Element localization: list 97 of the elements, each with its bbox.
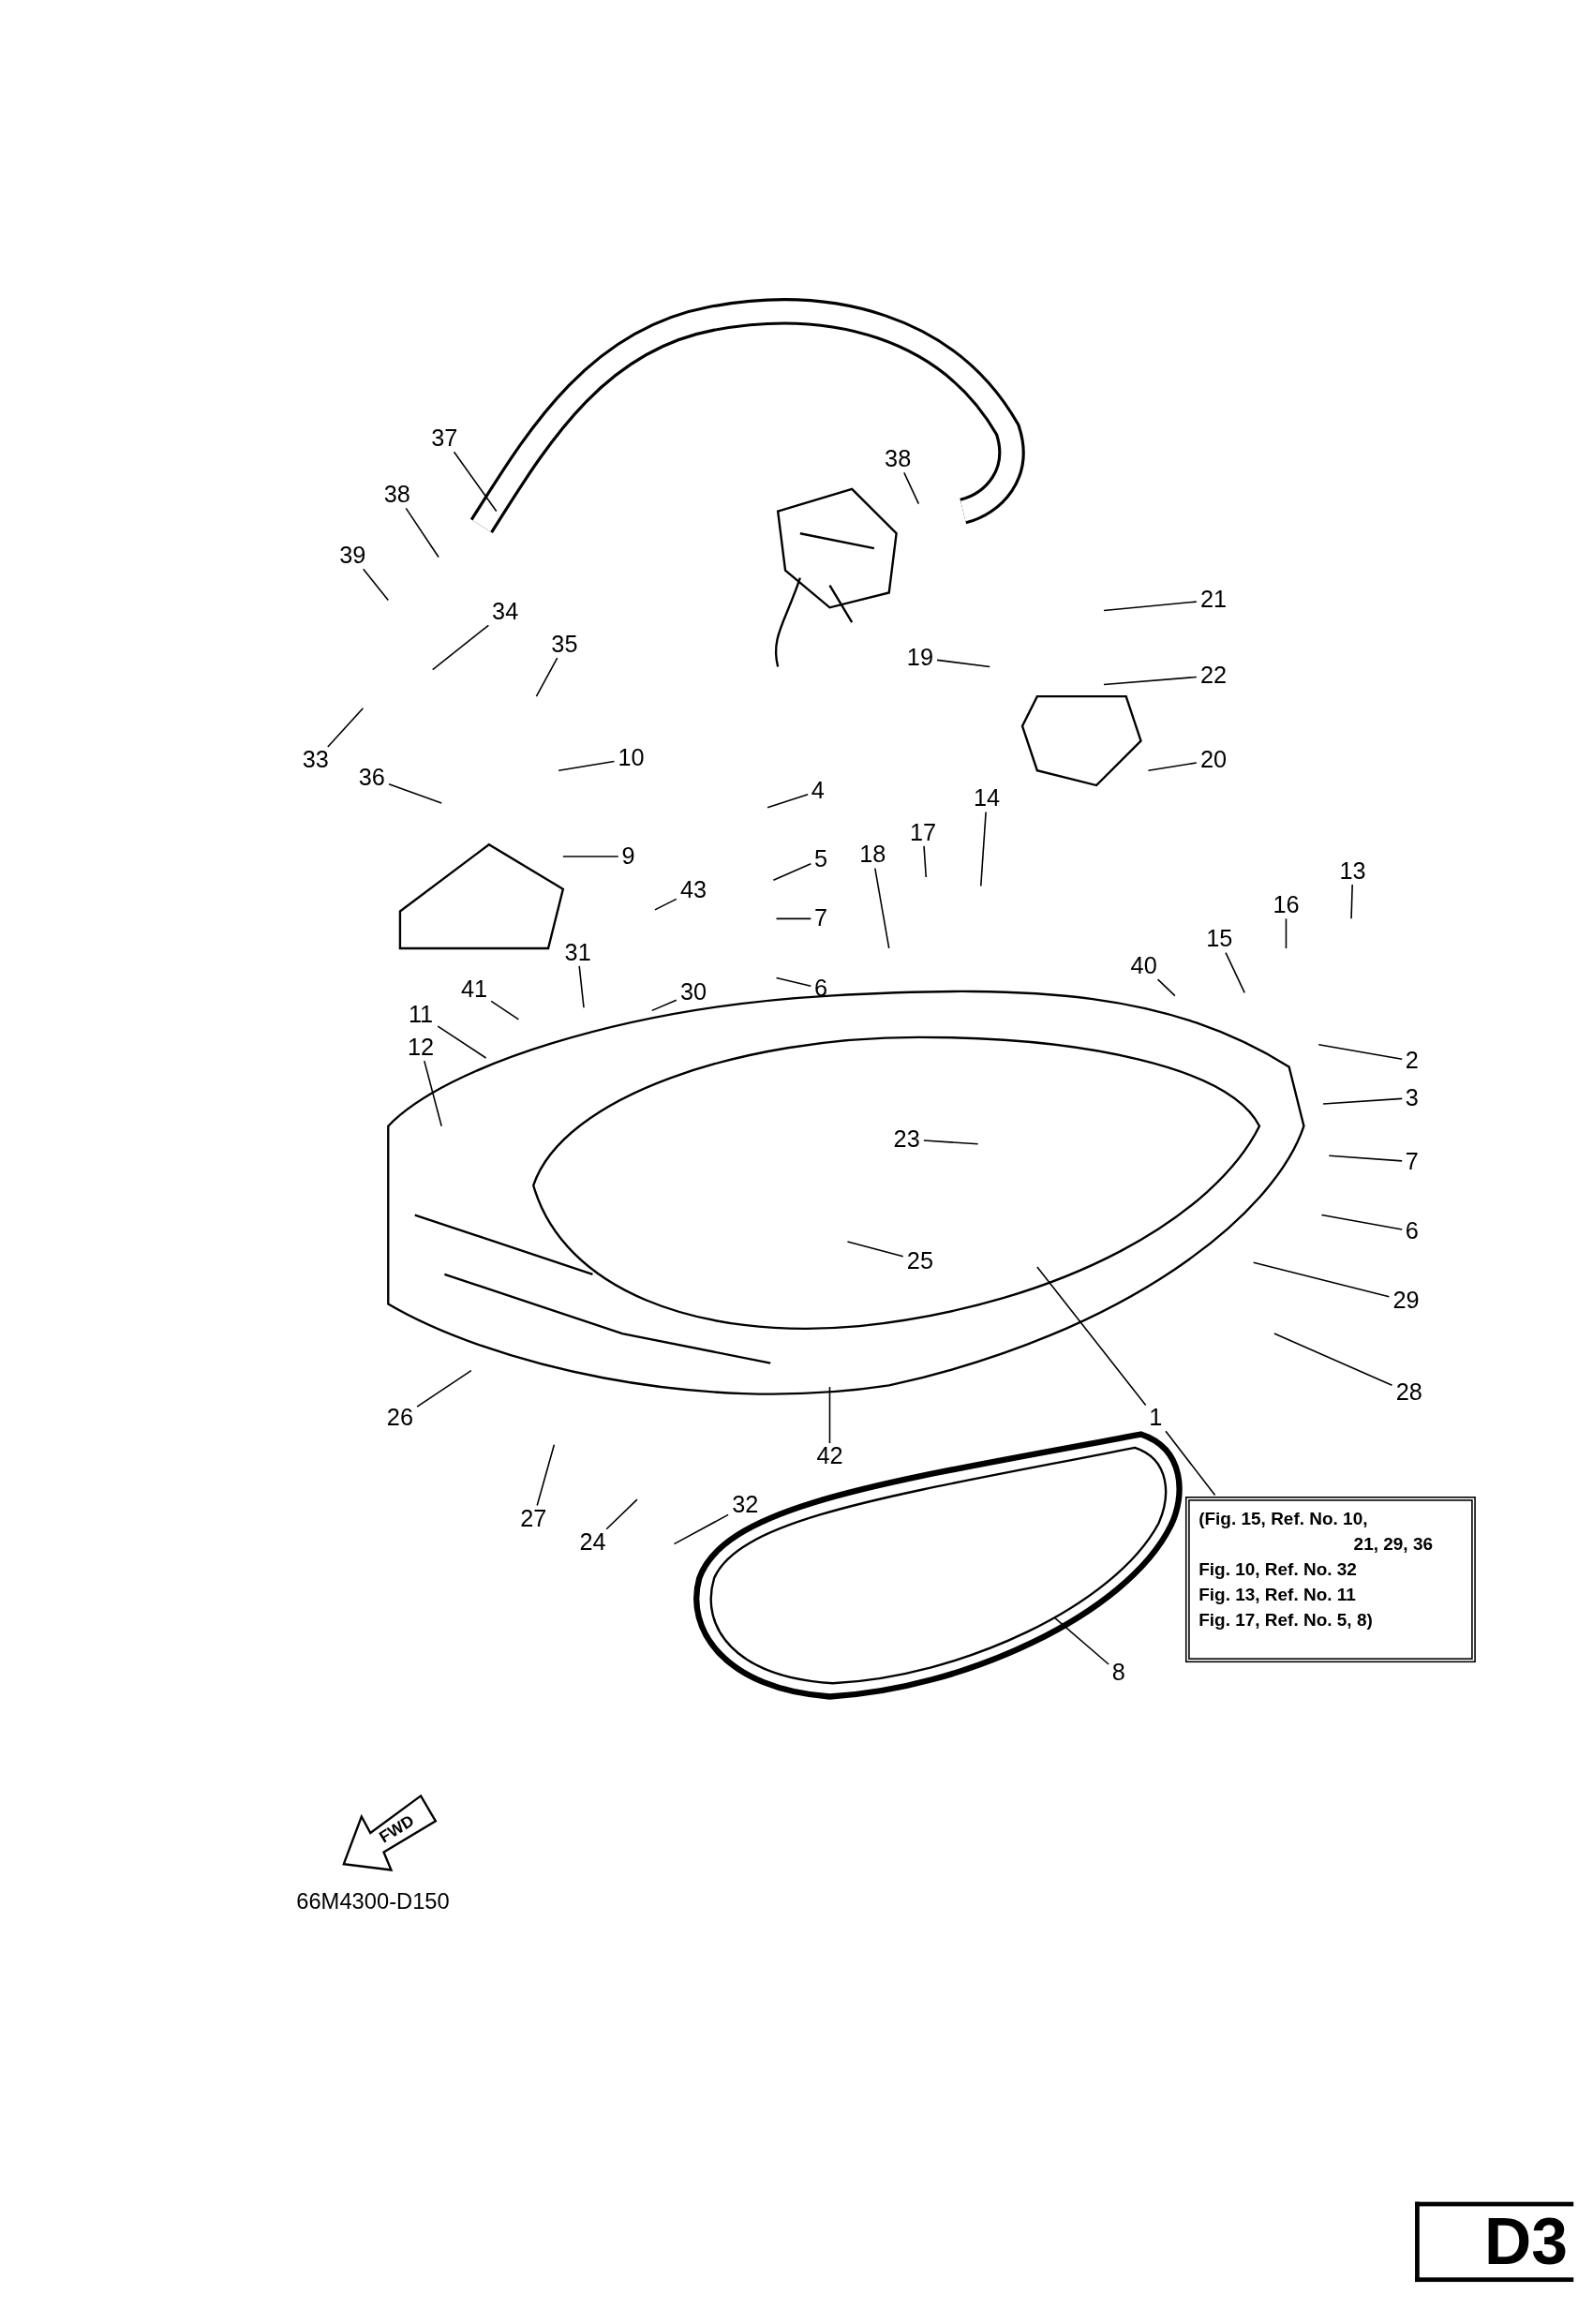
- leader-line: [936, 659, 991, 668]
- callout-number: 16: [1269, 891, 1303, 919]
- leader-line: [1054, 1616, 1109, 1665]
- leader-line: [437, 1025, 487, 1059]
- leader-line: [1285, 917, 1288, 949]
- callout-number: 6: [811, 975, 831, 1002]
- leader-line: [1328, 1155, 1403, 1162]
- callout-number: 35: [547, 631, 582, 659]
- leader-line: [923, 1140, 979, 1145]
- callout-number: 41: [456, 976, 492, 1004]
- leader-line: [416, 1369, 472, 1408]
- leader-line: [673, 1513, 729, 1545]
- leader-line: [535, 657, 558, 697]
- callout-number: 20: [1196, 746, 1231, 774]
- callout-number: 43: [676, 877, 711, 904]
- callout-number: 34: [488, 598, 523, 626]
- callout-number: 28: [1392, 1379, 1426, 1407]
- callout-number: 27: [516, 1505, 551, 1532]
- leader-line: [424, 1060, 442, 1127]
- callout-number: 26: [382, 1405, 418, 1432]
- leader-line: [453, 451, 498, 513]
- leader-line: [1103, 601, 1198, 612]
- callout-number: 11: [403, 1001, 439, 1029]
- leader-line: [405, 507, 439, 559]
- callout-number: 12: [403, 1034, 439, 1062]
- callout-number: 33: [298, 746, 333, 774]
- callout-number: 15: [1202, 926, 1237, 953]
- callout-number: 6: [1402, 1217, 1422, 1245]
- leader-line: [775, 976, 812, 987]
- leader-line: [846, 1241, 904, 1258]
- callout-number: 25: [902, 1247, 938, 1274]
- leader-line: [1165, 1430, 1216, 1497]
- leader-line: [650, 999, 677, 1012]
- callout-number: 9: [618, 842, 639, 871]
- leader-line: [362, 568, 390, 602]
- callout-number: 1: [1145, 1405, 1166, 1432]
- leader-line: [1103, 676, 1198, 686]
- leader-line: [1036, 1266, 1147, 1407]
- leader-line: [536, 1443, 556, 1507]
- leader-line: [1225, 951, 1245, 994]
- callout-number: 7: [811, 905, 831, 932]
- callout-number: 30: [676, 979, 711, 1006]
- callout-number: 7: [1402, 1148, 1422, 1175]
- leader-line: [1322, 1097, 1403, 1105]
- leader-line: [767, 794, 809, 809]
- callout-number: 4: [808, 778, 828, 805]
- callout-number: 38: [881, 445, 916, 473]
- callout-number: 2: [1402, 1047, 1422, 1075]
- reference-note: (Fig. 15, Ref. No. 10, 21, 29, 36 Fig. 10, Ref. No. 32 Fig. 13, Ref. No. 11 Fig. 17, Ref. No. 5, 8): [1184, 1497, 1476, 1663]
- leader-line: [562, 856, 619, 857]
- page-tab: D3: [1415, 2201, 1574, 2283]
- callout-number: 8: [1109, 1659, 1129, 1687]
- leader-line: [1317, 1043, 1403, 1061]
- callout-number: 24: [575, 1528, 610, 1557]
- callout-number: 38: [380, 481, 414, 509]
- leader-line: [1147, 762, 1198, 771]
- leader-line: [775, 917, 812, 920]
- leader-line: [903, 471, 920, 505]
- callout-number: 42: [812, 1443, 847, 1470]
- leader-line: [874, 867, 890, 949]
- leader-line: [1273, 1333, 1393, 1387]
- leader-line: [431, 624, 490, 671]
- callout-number: 3: [1402, 1084, 1422, 1111]
- callout-number: 36: [354, 764, 390, 792]
- callout-number: 23: [889, 1125, 924, 1154]
- leader-line: [1320, 1214, 1403, 1230]
- callout-number: 14: [969, 785, 1005, 812]
- leader-line: [490, 1000, 520, 1020]
- callout-number: 18: [856, 842, 890, 869]
- callout-number: 10: [614, 745, 648, 772]
- leader-line: [1252, 1261, 1391, 1298]
- callout-number: 37: [427, 425, 462, 453]
- callout-number: 13: [1335, 857, 1370, 885]
- leader-line: [578, 965, 585, 1008]
- leader-line: [828, 1386, 831, 1444]
- callout-number: 22: [1196, 662, 1231, 690]
- leader-line: [923, 845, 928, 878]
- direction-label: FWD: [376, 1810, 417, 1846]
- callout-number: 5: [811, 845, 831, 873]
- leader-line: [558, 760, 616, 771]
- callout-number: 31: [560, 939, 595, 966]
- callout-number: 39: [335, 542, 370, 570]
- leader-line: [1350, 884, 1353, 920]
- leader-line: [327, 708, 365, 748]
- callout-number: 29: [1389, 1288, 1423, 1315]
- callout-number: 21: [1196, 587, 1231, 614]
- leader-line: [388, 782, 442, 804]
- callout-number: 32: [728, 1492, 763, 1519]
- leader-line: [1156, 978, 1176, 997]
- leader-line: [979, 811, 987, 887]
- callout-number: 19: [902, 644, 938, 672]
- leader-line: [772, 863, 812, 881]
- leader-line: [605, 1498, 638, 1530]
- callout-number: 40: [1126, 952, 1161, 980]
- drawing-number: 66M4300-D150: [296, 1887, 450, 1914]
- callout-number: 17: [905, 819, 941, 846]
- leader-line: [654, 898, 677, 911]
